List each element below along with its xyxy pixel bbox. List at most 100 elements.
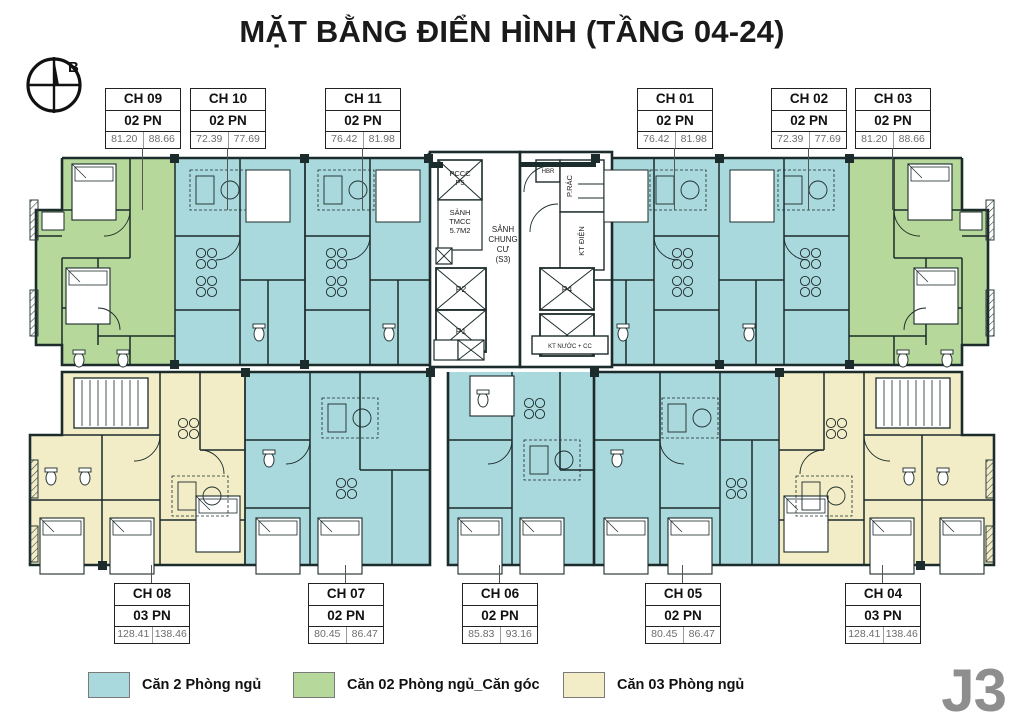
leader-line bbox=[227, 148, 228, 210]
brand-logo: J3 bbox=[941, 657, 1007, 724]
unit-tag-ch06[interactable]: CH 06 02 PN 85.83 93.16 bbox=[462, 583, 538, 644]
unit-tag-ch09[interactable]: CH 09 02 PN 81.20 88.66 bbox=[105, 88, 181, 149]
core-label-p2: P2 bbox=[456, 284, 467, 294]
legend-swatch-2br-corner bbox=[293, 672, 335, 698]
core-label-p5: P5 bbox=[455, 178, 464, 187]
legend-label-2br-corner: Căn 02 Phòng ngủ_Căn góc bbox=[347, 677, 540, 693]
leader-line bbox=[674, 148, 675, 210]
unit-area-gross: 93.16 bbox=[505, 628, 532, 640]
leader-line bbox=[882, 565, 883, 585]
core-label-m2: 5.7M2 bbox=[450, 226, 471, 235]
unit-tag-ch10[interactable]: CH 10 02 PN 72.39 77.69 bbox=[190, 88, 266, 149]
unit-type: 02 PN bbox=[646, 606, 720, 627]
unit-areas: 76.42 81.98 bbox=[326, 132, 400, 148]
unit-type: 03 PN bbox=[115, 606, 189, 627]
unit-area-net: 128.41 bbox=[115, 627, 153, 643]
unit-tag-ch02[interactable]: CH 02 02 PN 72.39 77.69 bbox=[771, 88, 847, 149]
unit-area-net: 81.20 bbox=[856, 132, 894, 148]
legend-label-3br: Căn 03 Phòng ngủ bbox=[617, 677, 745, 693]
unit-areas: 81.20 88.66 bbox=[856, 132, 930, 148]
unit-area-net: 76.42 bbox=[326, 132, 364, 148]
unit-tag-ch03[interactable]: CH 03 02 PN 81.20 88.66 bbox=[855, 88, 931, 149]
unit-tag-ch11[interactable]: CH 11 02 PN 76.42 81.98 bbox=[325, 88, 401, 149]
unit-areas: 80.45 86.47 bbox=[309, 627, 383, 643]
unit-area-net: 80.45 bbox=[309, 627, 347, 643]
legend-swatch-2br bbox=[88, 672, 130, 698]
core-label-chung: CHUNG bbox=[488, 235, 517, 244]
column-marks bbox=[98, 154, 925, 570]
unit-areas: 80.45 86.47 bbox=[646, 627, 720, 643]
unit-area-gross: 77.69 bbox=[233, 133, 260, 145]
unit-areas: 81.20 88.66 bbox=[106, 132, 180, 148]
legend-label-2br: Căn 2 Phòng ngủ bbox=[142, 677, 262, 693]
unit-area-gross: 88.66 bbox=[148, 133, 175, 145]
floor-plan-drawing: PCCC P5 SẢNH TMCC 5.7M2 P2 P1 SẢNH CHUNG… bbox=[28, 150, 996, 575]
unit-area-gross: 77.69 bbox=[814, 133, 841, 145]
core-label-p4: P4 bbox=[562, 284, 573, 294]
core-label-s3: (S3) bbox=[495, 255, 510, 264]
unit-areas: 72.39 77.69 bbox=[191, 132, 265, 148]
unit-area-net: 85.83 bbox=[463, 627, 501, 643]
leader-line bbox=[682, 565, 683, 585]
core-label-ktdien: KT ĐIỆN bbox=[577, 226, 586, 255]
unit-areas: 128.41 138.46 bbox=[115, 627, 189, 643]
compass-icon: B bbox=[26, 57, 82, 113]
unit-area-gross: 81.98 bbox=[368, 133, 395, 145]
unit-tag-ch08[interactable]: CH 08 03 PN 128.41 138.46 bbox=[114, 583, 190, 644]
core-label-ktnuoc: KT NƯỚC + CC bbox=[548, 343, 592, 350]
unit-type: 02 PN bbox=[638, 111, 712, 132]
core-label-p1: P1 bbox=[456, 326, 467, 336]
core-label-sanh1: SẢNH bbox=[450, 208, 471, 217]
core-block bbox=[428, 150, 614, 369]
unit-area-gross: 86.47 bbox=[688, 628, 715, 640]
legend-item-3br[interactable]: Căn 03 Phòng ngủ bbox=[563, 668, 744, 702]
unit-type: 02 PN bbox=[463, 606, 537, 627]
unit-tag-ch07[interactable]: CH 07 02 PN 80.45 86.47 bbox=[308, 583, 384, 644]
leader-line bbox=[362, 148, 363, 210]
leader-line bbox=[892, 148, 893, 210]
unit-type: 03 PN bbox=[846, 606, 920, 627]
unit-type: 02 PN bbox=[856, 111, 930, 132]
unit-areas: 76.42 81.98 bbox=[638, 132, 712, 148]
legend-item-2br-corner[interactable]: Căn 02 Phòng ngủ_Căn góc bbox=[293, 668, 540, 702]
core-label-hbr: HBR bbox=[542, 169, 555, 175]
unit-area-net: 72.39 bbox=[772, 132, 810, 148]
leader-line bbox=[345, 565, 346, 585]
unit-type: 02 PN bbox=[309, 606, 383, 627]
unit-area-net: 76.42 bbox=[638, 132, 676, 148]
unit-area-gross: 81.98 bbox=[680, 133, 707, 145]
unit-code: CH 09 bbox=[106, 89, 180, 111]
unit-type: 02 PN bbox=[772, 111, 846, 132]
legend-swatch-3br bbox=[563, 672, 605, 698]
unit-area-gross: 86.47 bbox=[351, 628, 378, 640]
interior-partitions bbox=[29, 158, 995, 575]
unit-code: CH 04 bbox=[846, 584, 920, 606]
unit-code: CH 10 bbox=[191, 89, 265, 111]
unit-area-gross: 138.46 bbox=[154, 628, 187, 640]
unit-type: 02 PN bbox=[106, 111, 180, 132]
unit-area-gross: 138.46 bbox=[885, 628, 918, 640]
core-label-cu: CƯ bbox=[497, 245, 510, 254]
unit-tag-ch01[interactable]: CH 01 02 PN 76.42 81.98 bbox=[637, 88, 713, 149]
core-label-sanh2: SẢNH bbox=[492, 225, 514, 234]
page-title: MẶT BẰNG ĐIỂN HÌNH (TẦNG 04-24) bbox=[239, 14, 785, 49]
unit-tag-ch04[interactable]: CH 04 03 PN 128.41 138.46 bbox=[845, 583, 921, 644]
unit-area-net: 72.39 bbox=[191, 132, 229, 148]
leader-line bbox=[151, 565, 152, 585]
core-label-pccc: PCCC bbox=[449, 169, 471, 178]
unit-tag-ch05[interactable]: CH 05 02 PN 80.45 86.47 bbox=[645, 583, 721, 644]
unit-type: 02 PN bbox=[326, 111, 400, 132]
unit-code: CH 01 bbox=[638, 89, 712, 111]
unit-code: CH 07 bbox=[309, 584, 383, 606]
unit-areas: 72.39 77.69 bbox=[772, 132, 846, 148]
unit-area-net: 81.20 bbox=[106, 132, 144, 148]
leader-line bbox=[142, 148, 143, 210]
core-label-tmcc: TMCC bbox=[449, 217, 471, 226]
unit-code: CH 06 bbox=[463, 584, 537, 606]
core-room-labels: PCCC P5 SẢNH TMCC 5.7M2 P2 P1 SẢNH CHUNG… bbox=[449, 169, 592, 350]
compass-north-label: B bbox=[68, 59, 79, 76]
legend-item-2br[interactable]: Căn 2 Phòng ngủ bbox=[88, 668, 261, 702]
unit-type: 02 PN bbox=[191, 111, 265, 132]
unit-code: CH 02 bbox=[772, 89, 846, 111]
unit-area-net: 80.45 bbox=[646, 627, 684, 643]
